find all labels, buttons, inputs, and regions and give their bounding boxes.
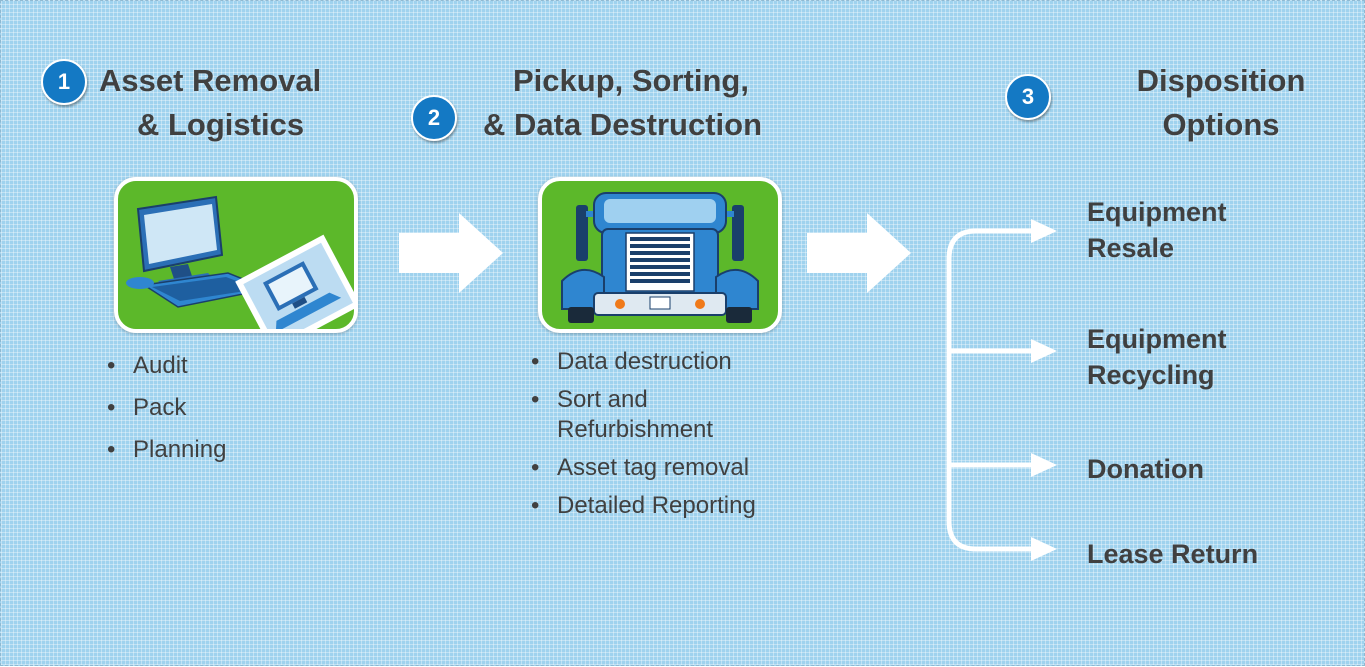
step-3-number: 3	[1021, 84, 1035, 109]
step-2-number: 2	[427, 105, 441, 130]
option-equipment-resale: Equipment Resale	[1087, 194, 1227, 266]
step-2-bullet-detailed-reporting: Detailed Reporting	[531, 491, 851, 521]
computer-workstation-icon	[126, 195, 354, 329]
step-2-bullet-sort-refurbishment: Sort and Refurbishment	[531, 385, 851, 445]
truck-icon	[561, 192, 759, 323]
step-3-title-line2: Options	[1162, 107, 1280, 142]
step-3-title-line1: Disposition	[1136, 63, 1306, 98]
step-2-title: Pickup, Sorting, & Data Destruction	[471, 59, 861, 147]
step-2-title-line2: & Data Destruction	[483, 107, 763, 142]
step-1-title-line2: & Logistics	[137, 107, 305, 142]
option-donation: Donation	[1087, 451, 1204, 487]
step-1-bullet-planning: Planning	[107, 435, 307, 465]
option-donation-label: Donation	[1087, 454, 1204, 484]
step-1-title-line1: Asset Removal	[99, 63, 322, 98]
arrow-step1-to-step2-icon	[399, 213, 503, 293]
arrow-donation-icon	[1031, 453, 1057, 477]
step-2-bullet-asset-tag-removal: Asset tag removal	[531, 453, 851, 483]
arrow-lease-return-icon	[1031, 537, 1057, 561]
step-2-title-line1: Pickup, Sorting,	[513, 63, 749, 98]
option-lease-return-label: Lease Return	[1087, 539, 1259, 569]
arrow-step2-to-step3-icon	[807, 213, 911, 293]
step-3-title: Disposition Options	[1091, 59, 1351, 147]
step-1-badge: 1	[41, 59, 87, 105]
option-lease-return: Lease Return	[1087, 536, 1258, 572]
step-1-title: Asset Removal & Logistics	[99, 59, 399, 147]
option-equipment-recycling: Equipment Recycling	[1087, 321, 1227, 393]
arrow-resale-icon	[1031, 219, 1057, 243]
step-1-bullet-pack: Pack	[107, 393, 307, 423]
step-2-badge: 2	[411, 95, 457, 141]
step-3-badge: 3	[1005, 74, 1051, 120]
option-resale-line2: Resale	[1087, 233, 1175, 263]
option-resale-line1: Equipment	[1087, 197, 1227, 227]
disposition-bracket	[946, 228, 1034, 552]
step-1-bullet-audit: Audit	[107, 351, 307, 381]
option-recycling-line1: Equipment	[1087, 324, 1227, 354]
step-2-image	[538, 177, 782, 333]
option-recycling-line2: Recycling	[1087, 360, 1215, 390]
step-1-number: 1	[57, 69, 71, 94]
step-2-bullets: Data destruction Sort and Refurbishment …	[531, 347, 851, 531]
step-2-bullet-data-destruction: Data destruction	[531, 347, 851, 377]
step-1-image	[114, 177, 358, 333]
step-1-bullets: Audit Pack Planning	[107, 351, 307, 477]
arrow-recycling-icon	[1031, 339, 1057, 363]
